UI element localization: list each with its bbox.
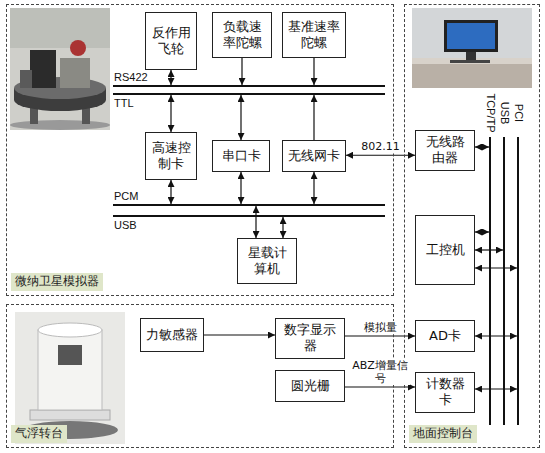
bus-lines <box>113 93 385 95</box>
bus-stubs <box>313 58 314 85</box>
simulator-photo <box>60 58 90 88</box>
computer-photo <box>450 60 490 63</box>
box-label: 圆光栅 <box>291 378 330 394</box>
simulator-photo <box>10 8 110 48</box>
bus-stubs <box>241 58 242 85</box>
bus-lines <box>489 137 491 425</box>
region-label: 微纳卫星模拟器 <box>11 273 103 291</box>
bus-stubs <box>170 180 171 204</box>
signal-label: TTL <box>114 97 134 110</box>
simulator-photo <box>10 120 110 130</box>
box-label: 星载计算机 <box>242 245 292 278</box>
module-box: 反作用飞轮 <box>145 12 197 70</box>
bus-stubs <box>240 95 241 140</box>
module-box: 计数器卡 <box>415 372 475 413</box>
signal-label: RS422 <box>114 71 148 84</box>
box-label: 串口卡 <box>222 148 261 164</box>
bus-stubs <box>282 217 283 238</box>
box-label: 计数器卡 <box>420 376 470 409</box>
edge-label: 802.11 <box>360 140 401 153</box>
connector-arrow <box>204 334 275 335</box>
turntable-photo <box>30 410 110 420</box>
box-label: 工控机 <box>426 242 465 258</box>
turntable-photo <box>15 312 125 444</box>
bus-stubs <box>475 267 517 268</box>
module-box: 工控机 <box>415 215 475 285</box>
bus-stubs <box>170 70 171 85</box>
module-box: 无线网卡 <box>282 140 346 172</box>
region-label: 气浮转台 <box>11 425 67 443</box>
region-label: 地面控制台 <box>409 425 477 443</box>
simulator-photo <box>30 50 56 88</box>
computer-photo <box>412 62 532 88</box>
bus-stubs <box>313 95 314 140</box>
bus-stubs <box>475 388 517 389</box>
module-box: 基准速率陀螺 <box>282 12 346 58</box>
simulator-photo <box>10 8 110 130</box>
module-box: 数字显示器 <box>275 318 345 359</box>
signal-label: PCI <box>511 104 524 122</box>
module-box: 无线路由器 <box>415 130 475 171</box>
computer-photo <box>412 8 532 88</box>
bus-lines <box>503 137 505 425</box>
bus-stubs <box>475 249 503 250</box>
turntable-photo <box>58 345 82 365</box>
bus-stubs <box>171 58 517 389</box>
signal-label: PCM <box>114 190 138 203</box>
bus-stubs <box>475 231 489 232</box>
signal-label: USB <box>497 102 510 125</box>
module-box: 力敏感器 <box>140 318 204 352</box>
box-label: 无线网卡 <box>288 148 340 164</box>
box-label: 高速控制卡 <box>150 140 192 173</box>
box-label: 负载速率陀螺 <box>217 19 267 52</box>
bus-lines <box>113 86 518 425</box>
module-box: 串口卡 <box>212 140 270 172</box>
turntable-photo <box>15 312 125 444</box>
module-box: 高速控制卡 <box>145 132 197 180</box>
bus-stubs <box>475 146 489 147</box>
simulator-photo <box>10 8 110 130</box>
computer-photo <box>412 8 532 88</box>
bus-lines <box>517 137 519 425</box>
bus-stubs <box>240 172 241 204</box>
turntable-photo <box>38 323 102 337</box>
region-outline: 气浮转台 力敏感器 数字显示器圆光栅 <box>6 304 394 448</box>
module-box: AD卡 <box>415 320 475 352</box>
region-outline: 地面控制台 无线路由器工控机 AD卡计数器卡 <box>404 4 540 448</box>
simulator-photo <box>20 70 32 88</box>
box-label: 反作用飞轮 <box>150 25 192 58</box>
box-label: 力敏感器 <box>146 327 198 343</box>
bus-stubs <box>475 335 517 336</box>
box-label: 无线路由器 <box>420 134 470 167</box>
bus-lines <box>113 204 385 206</box>
box-label: 基准速率陀螺 <box>287 19 341 52</box>
simulator-photo <box>70 40 86 56</box>
module-box: 负载速率陀螺 <box>212 12 272 58</box>
region-outline: 微纳卫星模拟器 反作用飞轮负载速率陀螺基准速率陀螺高速控制卡 串口卡 无线网卡星载计算… <box>6 4 394 296</box>
computer-photo <box>444 20 498 52</box>
edge-label: 模拟量 <box>363 321 398 334</box>
bus-stubs <box>170 95 171 132</box>
box-label: 数字显示器 <box>280 322 340 355</box>
module-box: 圆光栅 <box>275 370 345 402</box>
bus-stubs <box>313 172 314 204</box>
box-label: AD卡 <box>429 328 461 344</box>
signal-label: TCP/TP <box>483 93 496 132</box>
edge-label: ABZ增量信号 <box>350 359 410 385</box>
module-box: 星载计算机 <box>237 238 297 284</box>
bus-stubs <box>255 206 256 238</box>
turntable-photo <box>38 330 102 410</box>
bus-lines <box>113 85 385 87</box>
signal-label: USB <box>114 219 137 232</box>
bus-lines <box>113 215 385 217</box>
computer-photo <box>447 23 495 49</box>
